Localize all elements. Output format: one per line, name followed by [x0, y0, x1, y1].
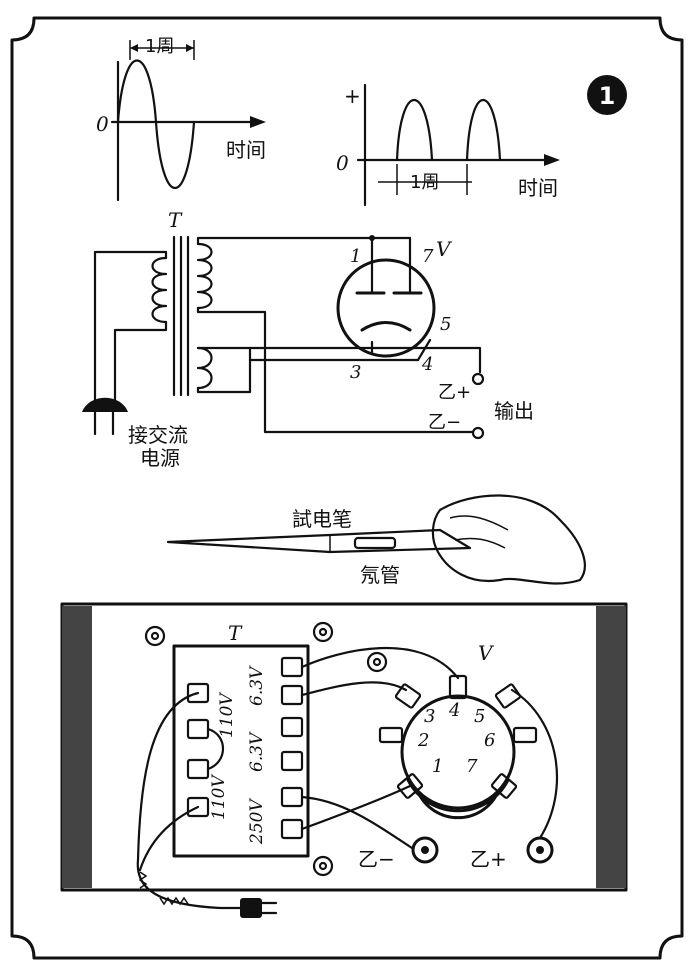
secondary-hv-coil	[196, 242, 213, 310]
neon-tube-label: 氖管	[360, 563, 400, 587]
pin1-label: 1	[350, 246, 361, 267]
ac-source-label-2: 电源	[140, 446, 180, 470]
transformer-body	[172, 644, 310, 858]
socket-pin2: 2	[417, 730, 429, 751]
voltage-110-bot: 110V	[209, 774, 229, 820]
rect-time-label: 时间	[518, 176, 558, 200]
voltage-63-top: 6.3V	[247, 665, 267, 706]
terminal-minus	[411, 836, 439, 864]
out-plus-label: 乙+	[438, 382, 471, 403]
tester-pen-label: 試电笔	[292, 507, 352, 531]
rect-zero-label: 0	[336, 151, 349, 175]
voltage-250: 250V	[247, 798, 267, 845]
rectifier-schematic: T 接交流 电源 1 7 V 5	[82, 208, 534, 470]
wiring-transformer-label: T	[228, 621, 243, 645]
ac-time-label: 时间	[226, 138, 266, 162]
figure-number-badge: 1	[587, 75, 627, 115]
out-minus-label: 乙−	[428, 412, 461, 433]
voltage-110-top: 110V	[217, 692, 237, 738]
tester-pen-illustration: 試电笔 氖管	[166, 494, 586, 587]
primary-coil	[151, 256, 168, 324]
wiring-tube-label: V	[478, 641, 495, 665]
output-label: 输出	[494, 399, 534, 423]
ac-zero-label: 0	[96, 112, 109, 136]
pin5-label: 5	[440, 314, 451, 335]
tube-socket	[400, 694, 516, 810]
pin4-label: 4	[421, 354, 433, 375]
ac-sine-curve	[116, 59, 196, 189]
voltage-63-mid: 6.3V	[247, 731, 267, 772]
socket-pin5: 5	[474, 706, 485, 727]
rectifier-tube	[336, 258, 436, 358]
neon-tube	[353, 536, 397, 550]
rect-x-arrowhead	[544, 154, 560, 166]
pin3-label: 3	[350, 362, 361, 383]
rect-pulse-2	[465, 98, 502, 162]
ac-plug	[82, 397, 128, 412]
tube-v-label: V	[436, 237, 453, 261]
mains-plug	[240, 898, 262, 918]
socket-pin1: 1	[432, 756, 443, 777]
tester-pen	[166, 528, 472, 554]
ac-source-label-1: 接交流	[128, 423, 188, 447]
pin7-label: 7	[422, 246, 434, 267]
ac-period-label: 1周	[145, 36, 174, 57]
wiring-board: T 6.3V 110V 6.3V 110V 250V V 3 4 5 2 6	[60, 602, 628, 918]
figure-frame	[10, 16, 684, 960]
filament-coil	[196, 346, 482, 374]
rect-plus-label: +	[344, 84, 361, 108]
chassis-side-left	[62, 606, 92, 888]
ac-waveform-graph: 0 1周 时间	[96, 36, 266, 202]
ac-x-arrowhead	[250, 116, 266, 128]
rect-pulse-1	[395, 98, 434, 162]
rectified-waveform-graph: + 0 1周 时间	[336, 83, 560, 207]
chassis-side-right	[596, 606, 626, 888]
socket-pin3: 3	[424, 706, 435, 727]
socket-pin6: 6	[484, 730, 495, 751]
wiring-out-minus: 乙−	[358, 847, 395, 871]
rect-period-label: 1周	[410, 172, 439, 193]
mains-cord	[136, 858, 244, 910]
hand	[431, 494, 586, 585]
socket-pin7: 7	[466, 756, 478, 777]
schematic-transformer-label: T	[168, 208, 183, 232]
wiring-out-plus: 乙+	[470, 847, 507, 871]
socket-pin4: 4	[448, 700, 460, 721]
svg-text:1: 1	[599, 82, 616, 110]
